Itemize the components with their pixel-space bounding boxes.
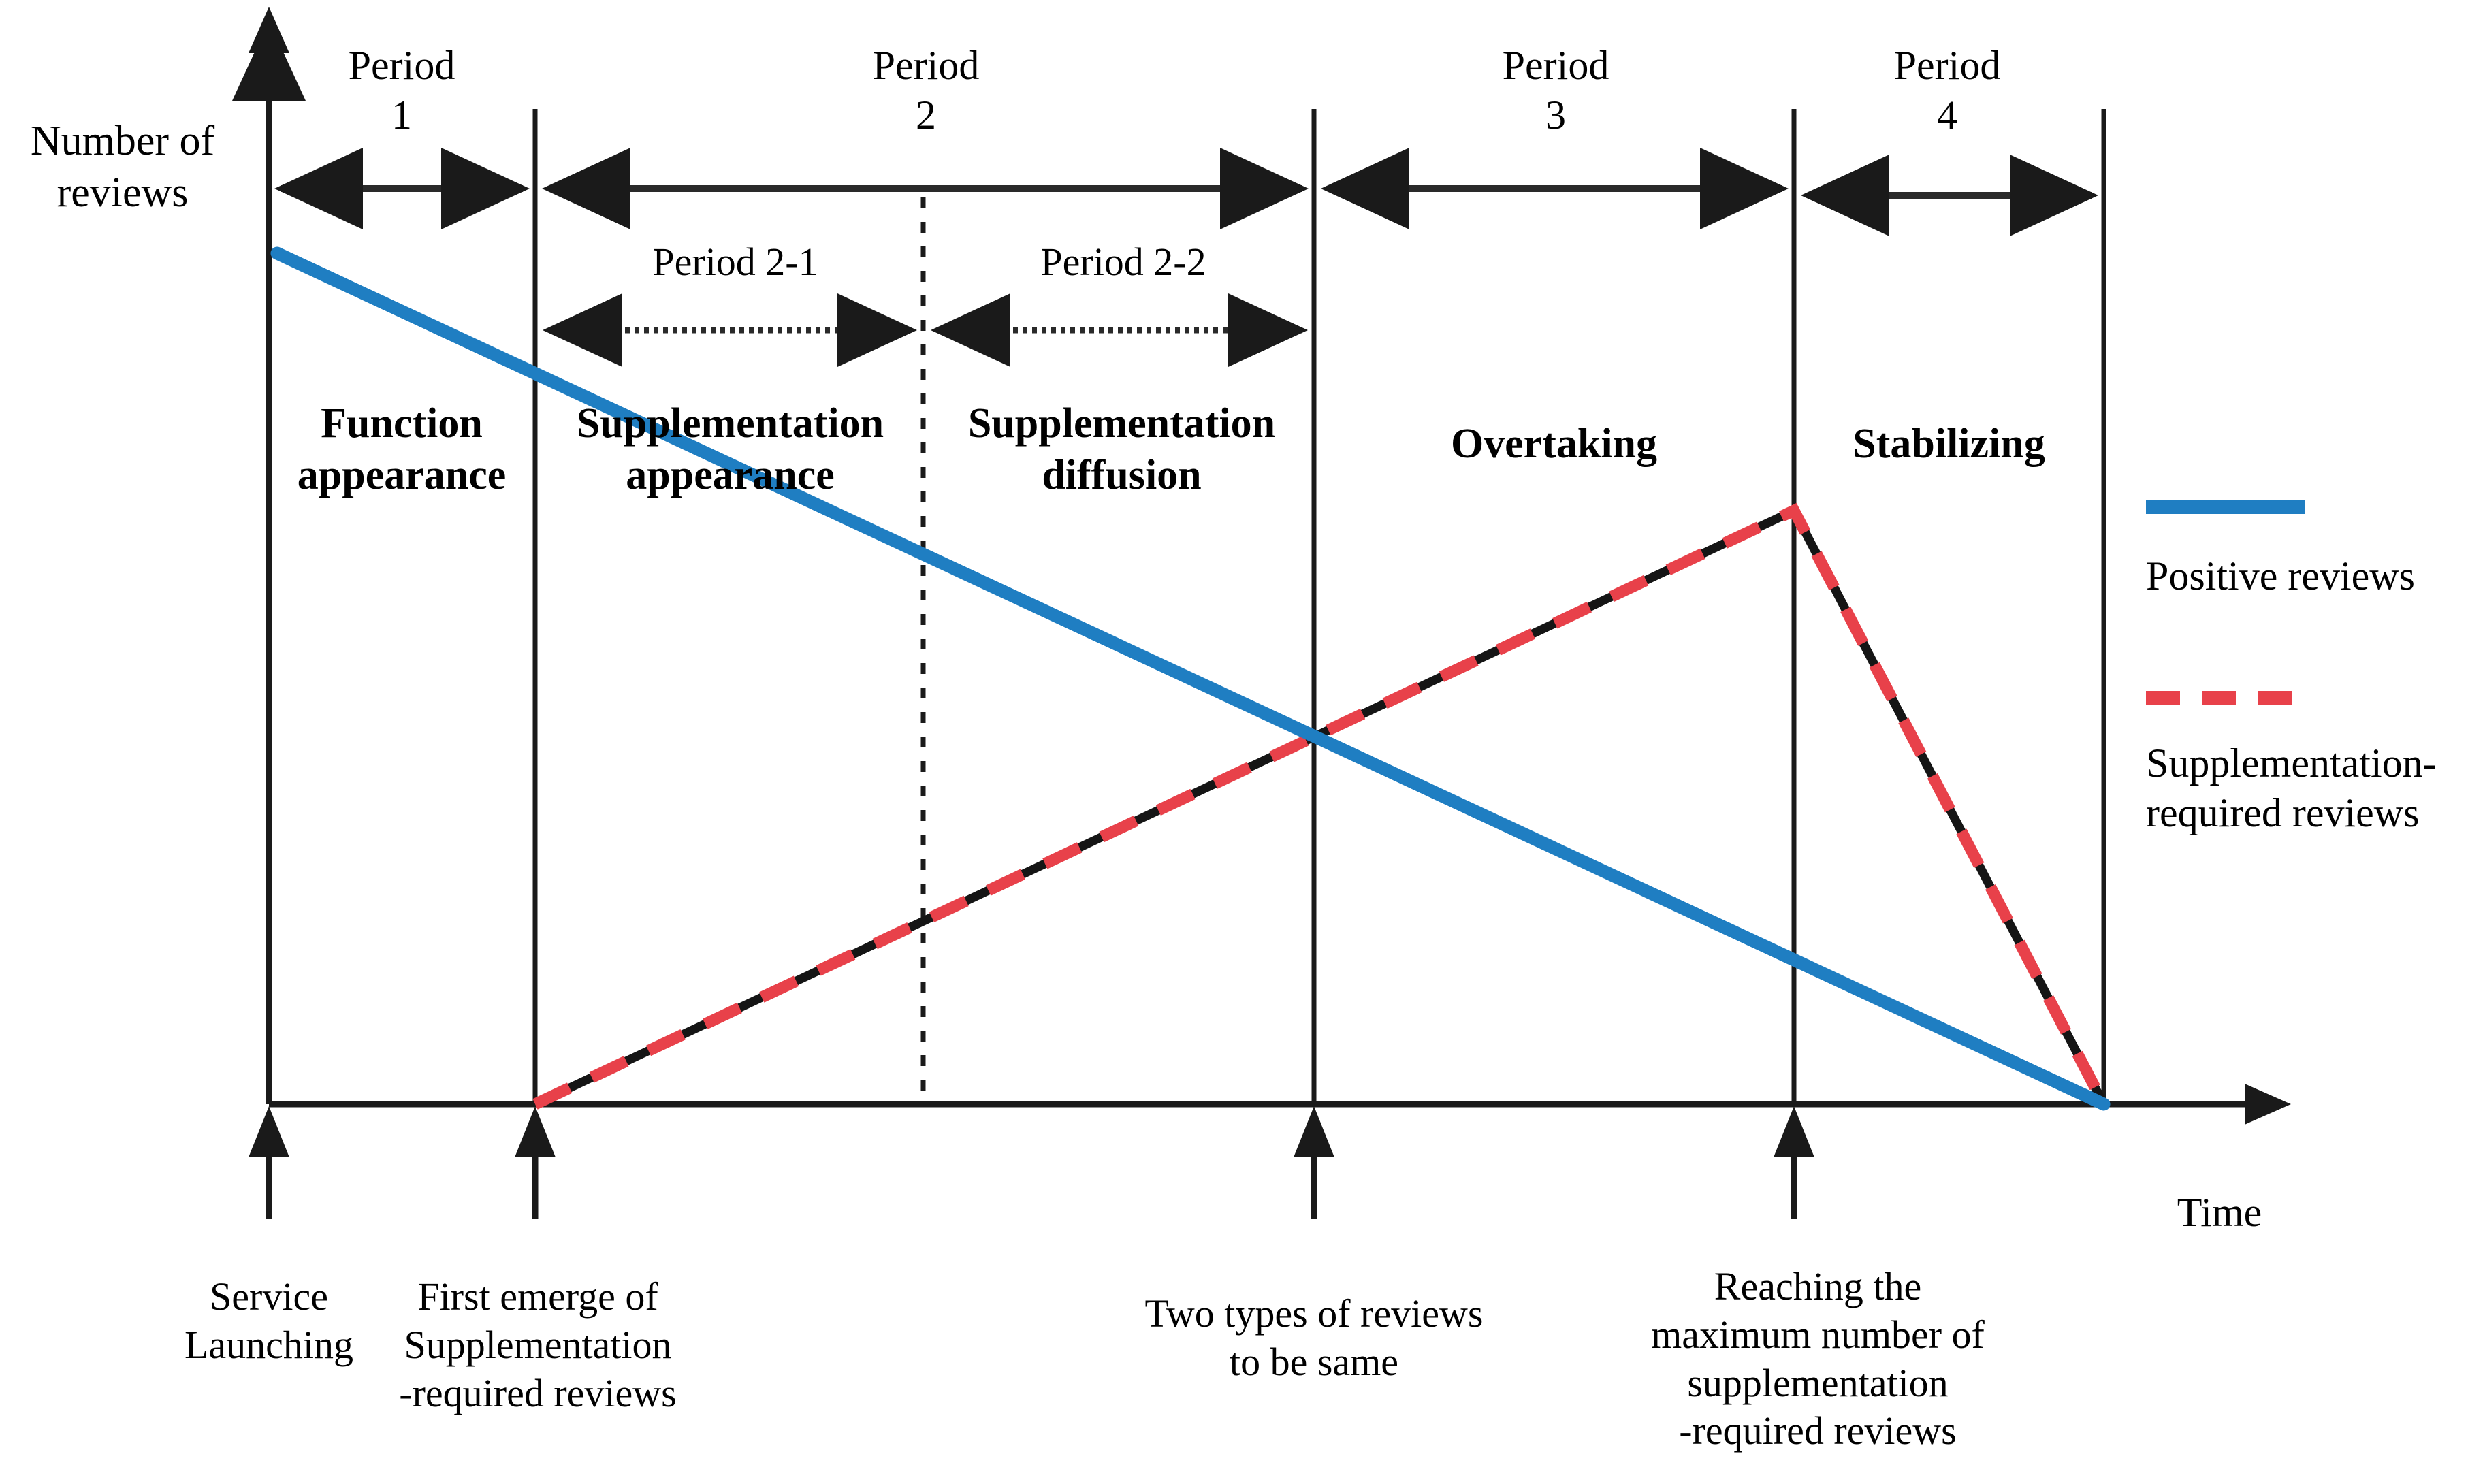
event-pointer-two-types-same [1294, 1106, 1334, 1219]
event-two-types-same-label: Two types of reviews to be same [1144, 1291, 1484, 1384]
x-axis [269, 1084, 2291, 1125]
period-2-1-label: Period 2-1 [652, 240, 818, 284]
series-supplementation-required-reviews [532, 502, 2109, 1110]
period-2-2-label: Period 2-2 [1040, 240, 1206, 284]
phase-supplementation-diffusion-label: Supplementation diffusion [967, 400, 1276, 498]
phase-function-appearance-label: Function appearance [297, 400, 507, 498]
event-max-supplementation-label: Reaching the maximum number of supplemen… [1651, 1264, 1985, 1453]
legend-label-positive-reviews: Positive reviews [2146, 553, 2415, 598]
event-service-launching-label: Service Launching [184, 1274, 354, 1367]
event-pointer-service-launching [249, 1106, 289, 1219]
event-first-emerge-label: First emerge of Supplementation -require… [399, 1274, 677, 1415]
legend-label-supplementation-required-reviews: Supplementation- required reviews [2146, 741, 2437, 836]
series-positive-reviews [270, 246, 2111, 1111]
event-pointer-max-supplementation [1774, 1106, 1814, 1219]
event-pointer-first-emerge [515, 1106, 556, 1219]
x-axis-title: Time [2177, 1190, 2262, 1235]
period-2-label: Period 2 [872, 43, 980, 138]
period-1-label: Period 1 [348, 43, 455, 138]
phase-supplementation-appearance-label: Supplementation appearance [576, 400, 884, 498]
period-4-label: Period 4 [1893, 43, 2001, 138]
phase-overtaking-label: Overtaking [1450, 421, 1658, 467]
phase-stabilizing-label: Stabilizing [1853, 421, 2045, 467]
period-3-label: Period 3 [1502, 43, 1609, 138]
y-axis-title: Number of reviews [30, 118, 215, 216]
